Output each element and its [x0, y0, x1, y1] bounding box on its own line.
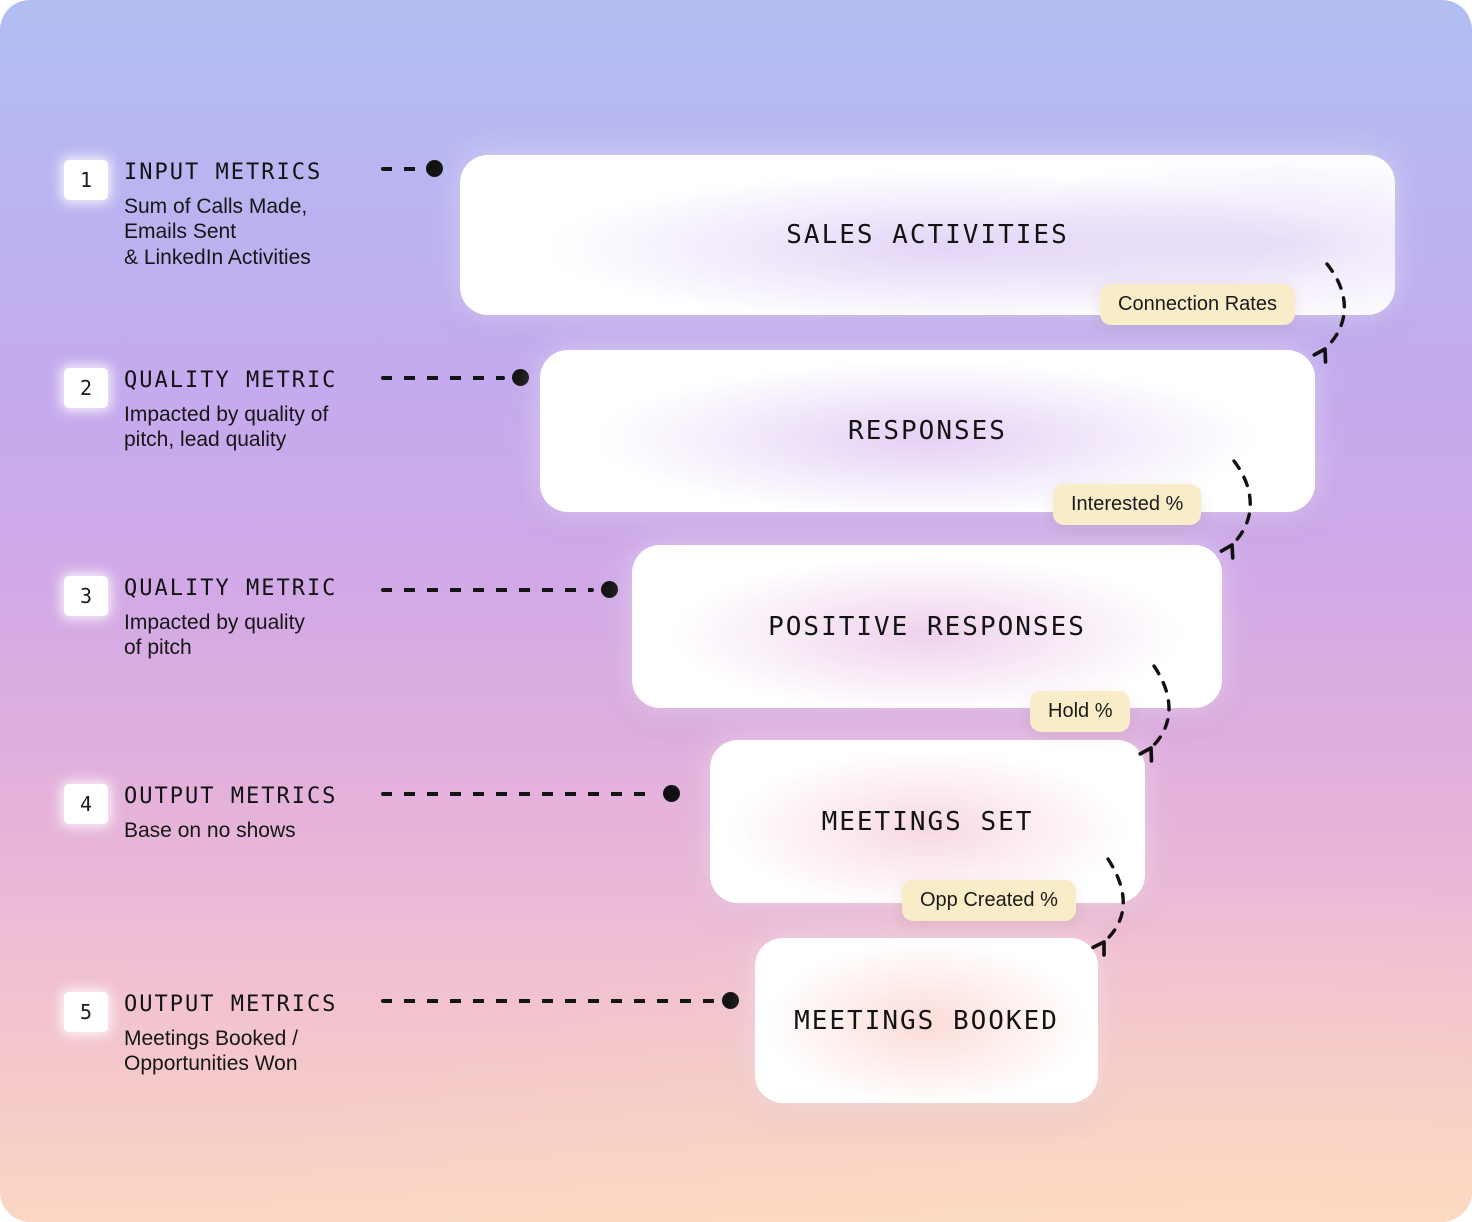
step-4-description: Base on no shows	[124, 819, 296, 843]
conversion-badge-hold: Hold %	[1030, 691, 1131, 732]
leader-line-5	[381, 992, 739, 1009]
step-1-text: INPUT METRICS Sum of Calls Made, Emails …	[124, 158, 322, 270]
step-1-number-badge: 1	[64, 160, 108, 200]
conversion-badge-connection-rates: Connection Rates	[1100, 284, 1295, 325]
funnel-stage-meetings-booked-label: MEETINGS BOOKED	[794, 1005, 1059, 1036]
funnel-stage-responses-label: RESPONSES	[848, 416, 1007, 446]
conversion-badge-interested: Interested %	[1053, 484, 1202, 525]
leader-line-1	[381, 160, 443, 177]
step-5-number-badge: 5	[64, 992, 108, 1032]
step-1: 1 INPUT METRICS Sum of Calls Made, Email…	[64, 158, 322, 270]
funnel-stage-positive-responses: POSITIVE RESPONSES	[632, 545, 1222, 708]
step-4-title: OUTPUT METRICS	[124, 784, 338, 809]
funnel-stage-meetings-set-label: MEETINGS SET	[821, 806, 1034, 837]
step-5: 5 OUTPUT METRICS Meetings Booked / Oppor…	[64, 990, 337, 1077]
step-4: 4 OUTPUT METRICS Base on no shows	[64, 782, 337, 843]
funnel-stage-sales-activities-label: SALES ACTIVITIES	[786, 220, 1069, 250]
conversion-badge-opp-created: Opp Created %	[902, 880, 1076, 921]
step-4-text: OUTPUT METRICS Base on no shows	[124, 782, 337, 843]
step-1-title: INPUT METRICS	[124, 160, 323, 185]
leader-line-4	[381, 785, 680, 802]
step-2-text: QUALITY METRIC Impacted by quality of pi…	[124, 366, 337, 453]
step-4-number-badge: 4	[64, 784, 108, 824]
step-3-number-badge: 3	[64, 576, 108, 616]
step-2: 2 QUALITY METRIC Impacted by quality of …	[64, 366, 337, 453]
step-2-title: QUALITY METRIC	[124, 368, 338, 393]
step-5-title: OUTPUT METRICS	[124, 992, 338, 1017]
step-3-description: Impacted by quality of pitch	[124, 611, 305, 660]
step-2-description: Impacted by quality of pitch, lead quali…	[124, 403, 329, 452]
step-3: 3 QUALITY METRIC Impacted by quality of …	[64, 574, 337, 661]
step-3-title: QUALITY METRIC	[124, 576, 338, 601]
step-2-number-badge: 2	[64, 368, 108, 408]
funnel-stage-sales-activities: SALES ACTIVITIES	[460, 155, 1395, 315]
step-3-text: QUALITY METRIC Impacted by quality of pi…	[124, 574, 337, 661]
funnel-stage-positive-responses-label: POSITIVE RESPONSES	[768, 611, 1086, 642]
leader-line-3	[381, 581, 618, 598]
funnel-stage-meetings-booked: MEETINGS BOOKED	[755, 938, 1098, 1103]
funnel-stage-meetings-set: MEETINGS SET	[710, 740, 1145, 903]
leader-line-2	[381, 369, 529, 386]
step-1-description: Sum of Calls Made, Emails Sent & LinkedI…	[124, 195, 311, 269]
step-5-description: Meetings Booked / Opportunities Won	[124, 1027, 298, 1076]
step-5-text: OUTPUT METRICS Meetings Booked / Opportu…	[124, 990, 337, 1077]
